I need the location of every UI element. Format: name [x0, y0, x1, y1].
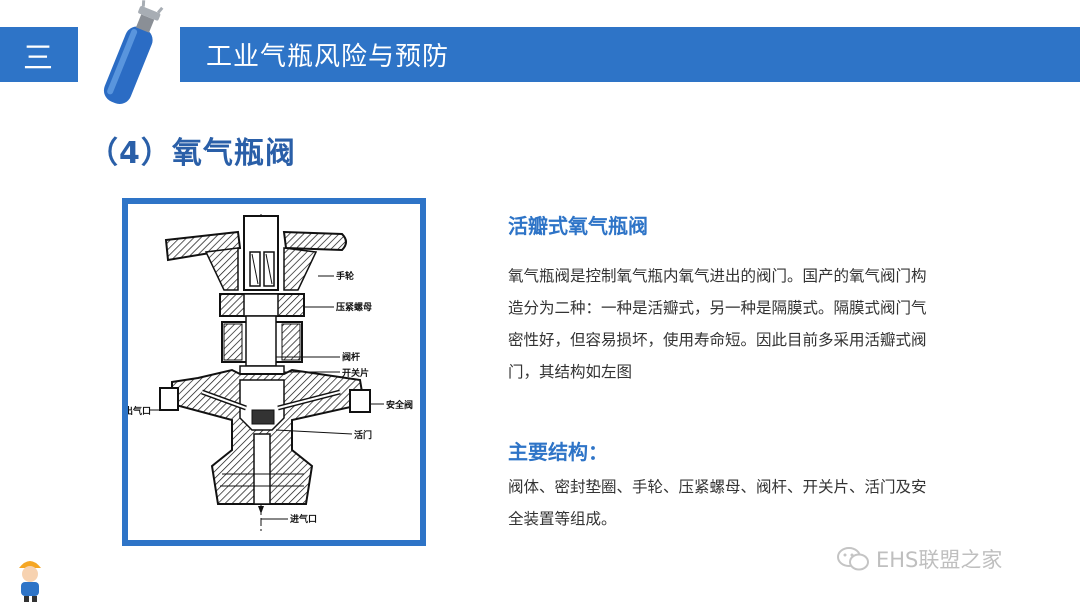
- worker-mascot-icon: [19, 561, 41, 602]
- page-title: 工业气瓶风险与预防: [180, 27, 1080, 82]
- section-subtitle: （4）氧气瓶阀: [88, 136, 296, 171]
- watermark: EHS联盟之家: [836, 544, 1002, 574]
- wechat-icon: [837, 547, 869, 571]
- label-safety-valve: 安全阀: [386, 399, 413, 411]
- label-handwheel: 手轮: [336, 270, 354, 282]
- label-gland-nut: 压紧螺母: [336, 301, 372, 313]
- label-valve-clack: 活门: [354, 429, 372, 441]
- content-heading: 活瓣式氧气瓶阀: [508, 214, 648, 238]
- watermark-text: EHS联盟之家: [876, 548, 1003, 572]
- label-switch-plate: 开关片: [342, 367, 369, 379]
- valve-diagram: 手轮 压紧螺母 阀杆 开关片 出气口 安全阀 活门 进气口: [122, 198, 426, 546]
- label-inlet: 进气口: [290, 513, 317, 525]
- content-paragraph: 氧气瓶阀是控制氧气瓶内氧气进出的阀门。国产的氧气阀门构造分为二种：一种是活瓣式，…: [508, 267, 927, 381]
- section-number: 三: [0, 27, 78, 82]
- label-valve-stem: 阀杆: [342, 351, 360, 363]
- gas-cylinder-icon: [103, 0, 164, 104]
- structure-text: 阀体、密封垫圈、手轮、压紧螺母、阀杆、开关片、活门及安全装置等组成。: [508, 478, 927, 528]
- label-outlet: 出气口: [128, 405, 151, 417]
- structure-heading: 主要结构：: [508, 440, 608, 464]
